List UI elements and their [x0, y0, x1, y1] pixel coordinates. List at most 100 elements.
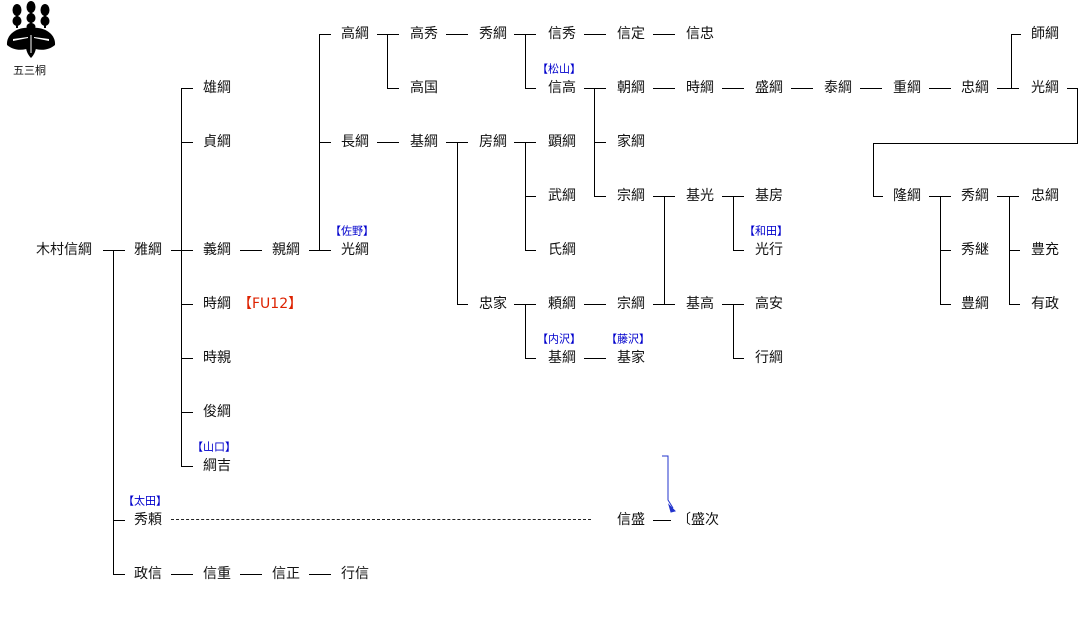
connector-line — [387, 34, 388, 88]
connector-line — [664, 196, 675, 197]
connector-line — [309, 574, 331, 575]
person-name: 忠綱 — [1031, 188, 1059, 204]
person-name: 忠家 — [479, 296, 507, 312]
person-name: 氏綱 — [548, 242, 576, 258]
person-name: 信正 — [272, 566, 300, 582]
person-name: 有政 — [1031, 296, 1059, 312]
connector-line — [733, 250, 744, 251]
connector-line — [1011, 34, 1012, 88]
connector-line — [1009, 250, 1020, 251]
connector-line — [181, 304, 193, 305]
crest-caption: 五三桐 — [13, 64, 46, 77]
connector-line — [309, 250, 331, 251]
branch-label: 【松山】 — [537, 62, 581, 76]
person-name: 雅綱 — [134, 242, 162, 258]
person-name: 信忠 — [686, 26, 714, 42]
connector-line — [181, 466, 193, 467]
person-name: 秀頼 — [134, 512, 162, 528]
person-name: 行綱 — [755, 350, 783, 366]
person-name: 親綱 — [272, 242, 300, 258]
connector-line — [377, 142, 399, 143]
connector-line — [113, 520, 125, 521]
person-name: 房綱 — [479, 134, 507, 150]
connector-line — [594, 142, 606, 143]
person-name: 時親 — [203, 350, 231, 366]
person-name: 木村信綱 — [36, 242, 92, 258]
person-name: 貞綱 — [203, 134, 231, 150]
person-name: 信重 — [203, 566, 231, 582]
connector-line — [722, 88, 744, 89]
connector-line — [873, 143, 1078, 144]
branch-label: 【和田】 — [744, 224, 788, 238]
connector-line — [113, 574, 125, 575]
connector-line — [525, 358, 536, 359]
connector-line — [525, 34, 526, 88]
person-name: 信高 — [548, 80, 576, 96]
connector-line — [940, 250, 951, 251]
person-name: 基綱 — [548, 350, 576, 366]
person-name: 基房 — [755, 188, 783, 204]
person-name: 高綱 — [341, 26, 369, 42]
connector-line — [525, 250, 536, 251]
connector-line — [873, 196, 883, 197]
connector-line — [653, 88, 675, 89]
person-name: 俊綱 — [203, 404, 231, 420]
person-name: 義綱 — [203, 242, 231, 258]
connector-line — [171, 574, 193, 575]
note-label: 【FU12】 — [238, 296, 303, 312]
person-name: 時綱 — [203, 296, 231, 312]
connector-line — [181, 142, 193, 143]
person-name: 信秀 — [548, 26, 576, 42]
connector-line — [103, 250, 125, 251]
person-name: 高国 — [410, 80, 438, 96]
connector-line — [997, 196, 1019, 197]
branch-label: 【太田】 — [123, 494, 167, 508]
person-name: 忠綱 — [961, 80, 989, 96]
connector-line — [377, 34, 399, 35]
connector-line — [181, 250, 193, 251]
person-name: 基高 — [686, 296, 714, 312]
connector-line — [457, 142, 458, 304]
connector-line — [653, 304, 675, 305]
person-name: 家綱 — [617, 134, 645, 150]
person-name: 宗綱 — [617, 188, 645, 204]
connector-line — [733, 304, 734, 358]
connector-line — [181, 358, 193, 359]
person-name: 高安 — [755, 296, 783, 312]
person-name: 頼綱 — [548, 296, 576, 312]
kiri-crest-icon — [6, 1, 56, 58]
person-name: 信定 — [617, 26, 645, 42]
connector-line — [940, 304, 951, 305]
connector-line — [584, 88, 606, 89]
branch-label: 【山口】 — [192, 440, 236, 454]
person-name: 光行 — [755, 242, 783, 258]
person-name: 豊充 — [1031, 242, 1059, 258]
connector-line — [664, 196, 665, 304]
dashed-connector — [171, 519, 591, 520]
branch-label: 【藤沢】 — [606, 332, 650, 346]
person-name: 高秀 — [410, 26, 438, 42]
connector-line — [653, 196, 664, 197]
connector-line — [791, 88, 813, 89]
connector-line — [387, 88, 399, 89]
person-name: 時綱 — [686, 80, 714, 96]
connector-line — [446, 34, 468, 35]
connector-line — [525, 196, 536, 197]
person-name: 朝綱 — [617, 80, 645, 96]
connector-line — [873, 143, 874, 196]
person-name: 光綱 — [1031, 80, 1059, 96]
connector-line — [733, 196, 734, 250]
connector-line — [733, 358, 744, 359]
connector-line — [113, 250, 114, 575]
person-name: 泰綱 — [824, 80, 852, 96]
person-name: 重綱 — [893, 80, 921, 96]
person-name: 〔盛次 — [677, 512, 719, 528]
connector-line — [319, 34, 331, 35]
person-name: 基光 — [686, 188, 714, 204]
person-name: 豊綱 — [961, 296, 989, 312]
connector-line — [181, 88, 193, 89]
person-name: 師綱 — [1031, 26, 1059, 42]
connector-line — [181, 88, 182, 466]
person-name: 基綱 — [410, 134, 438, 150]
